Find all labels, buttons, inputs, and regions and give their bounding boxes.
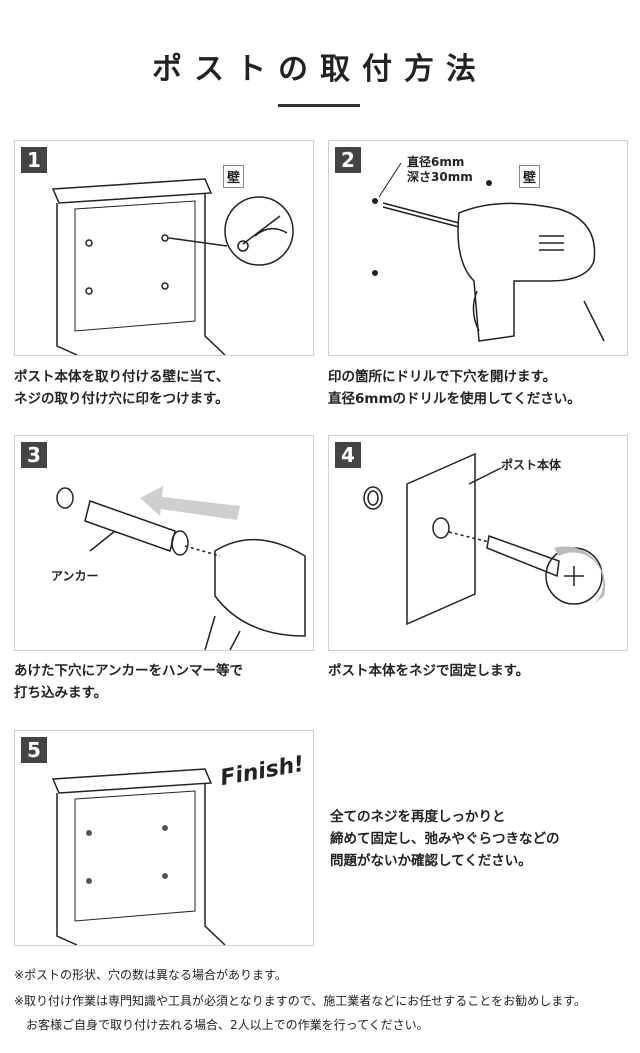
caption-line: ポスト本体をネジで固定します。 — [328, 663, 530, 679]
caption-line: あけた下穴にアンカーをハンマー等で — [14, 663, 243, 679]
post-body-label: ポスト本体 — [501, 458, 562, 472]
step-1-panel: 1 壁 — [14, 140, 314, 356]
note-professional: ※取り付け作業は専門知識や工具が必須となりますので、施工業者などにお任せすること… — [14, 994, 587, 1008]
caption-line: 締めて固定し、弛みやぐらつきなどの — [330, 831, 560, 847]
caption-line: 全てのネジを再度しっかりと — [330, 809, 506, 825]
page-title: ポストの取付方法 — [152, 52, 488, 87]
step-3-caption: あけた下穴にアンカーをハンマー等で 打ち込みます。 — [14, 660, 243, 704]
step-number: 4 — [335, 442, 361, 468]
anchor-hammer-illustration — [56, 486, 306, 650]
caption-line: ネジの取り付け穴に印をつけます。 — [14, 391, 229, 407]
step-5-caption: 全てのネジを再度しっかりと 締めて固定し、弛みやぐらつきなどの 問題がないか確認… — [330, 806, 560, 872]
caption-line: 問題がないか確認してください。 — [330, 853, 532, 869]
step-5-panel: 5 Finish! — [14, 730, 314, 946]
step-3-panel: 3 アンカー — [14, 435, 314, 651]
anchor-label: アンカー — [51, 569, 99, 583]
step-4-panel: 4 ポスト本体 — [328, 435, 628, 651]
step-1-caption: ポスト本体を取り付ける壁に当て、 ネジの取り付け穴に印をつけます。 — [14, 366, 229, 410]
step-2-caption: 印の箇所にドリルで下穴を開けます。 直径6mmのドリルを使用してください。 — [328, 366, 581, 410]
drill-illustration — [372, 162, 605, 342]
step-4-caption: ポスト本体をネジで固定します。 — [328, 660, 529, 682]
note-two-people: お客様ご自身で取り付け去れる場合、2人以上での作業を行ってください。 — [14, 1018, 429, 1032]
depth-label: 深さ30mm — [407, 170, 473, 184]
step-2-panel: 2 直径6mm 深さ30mm 壁 — [328, 140, 628, 356]
note-shape: ※ポストの形状、穴の数は異なる場合があります。 — [14, 968, 287, 982]
mailbox-marking-illustration — [51, 178, 294, 355]
step-number: 3 — [21, 442, 47, 468]
step-number: 1 — [21, 147, 47, 173]
wall-label: 壁 — [519, 165, 541, 188]
caption-line: 打ち込みます。 — [14, 685, 108, 701]
wall-label: 壁 — [223, 165, 245, 188]
step-number: 2 — [335, 147, 361, 173]
drill-spec-label: 直径6mm 深さ30mm — [407, 155, 473, 185]
diameter-label: 直径6mm — [407, 155, 465, 169]
screw-fixing-illustration — [363, 452, 606, 626]
caption-line: 直径6mmのドリルを使用してください。 — [328, 391, 581, 407]
step-number: 5 — [21, 737, 47, 763]
caption-line: 印の箇所にドリルで下穴を開けます。 — [328, 369, 557, 385]
installed-mailbox-illustration — [51, 768, 226, 945]
caption-line: ポスト本体を取り付ける壁に当て、 — [14, 369, 230, 385]
title-underline — [278, 104, 360, 107]
